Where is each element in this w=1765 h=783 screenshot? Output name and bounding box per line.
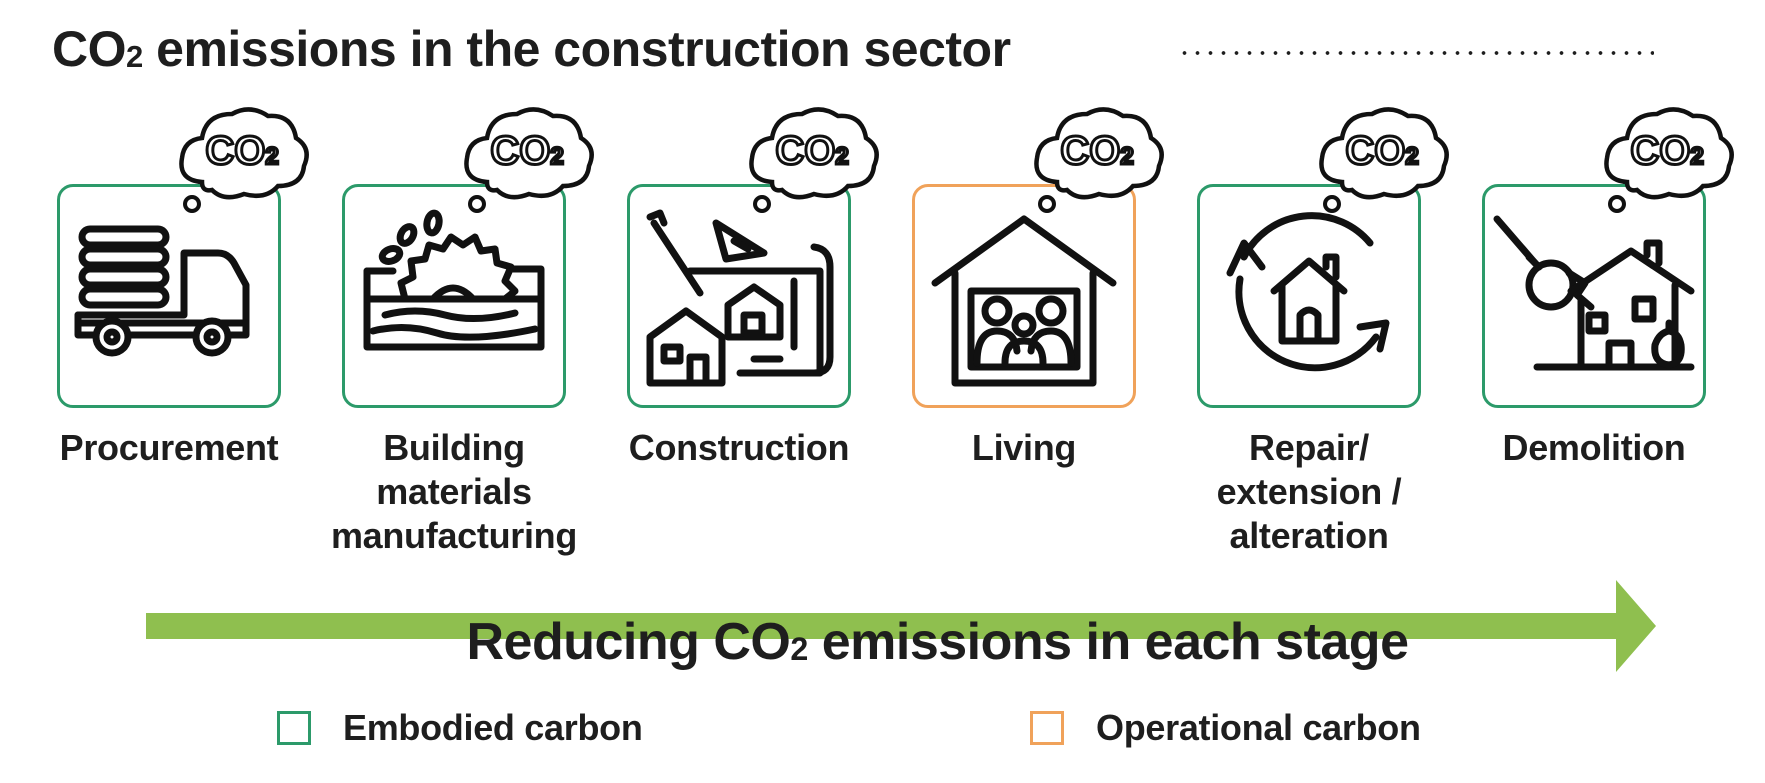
legend-swatch-operational bbox=[1030, 711, 1064, 745]
legend-embodied-carbon: Embodied carbon bbox=[277, 706, 643, 750]
truck-with-logs-icon bbox=[74, 225, 250, 357]
svg-text:CO2: CO2 bbox=[205, 129, 278, 173]
co2-cloud-icon: CO2 bbox=[1604, 107, 1734, 213]
svg-text:CO2: CO2 bbox=[1345, 129, 1418, 173]
stage-building-materials-manufacturing: CO2 Building materials manufacturing bbox=[331, 100, 637, 580]
stage-box bbox=[627, 184, 851, 408]
stage-label: Procurement bbox=[59, 427, 279, 468]
wrecking-ball-house-icon bbox=[1493, 215, 1695, 371]
saw-cutting-wood-icon bbox=[363, 209, 545, 351]
stage-box bbox=[1482, 184, 1706, 408]
stage-procurement: CO2 Procurement bbox=[52, 100, 352, 580]
svg-text:CO2: CO2 bbox=[490, 129, 563, 173]
stage-label: Living bbox=[971, 427, 1077, 468]
co2-cloud-icon: CO2 bbox=[464, 107, 594, 213]
svg-text:CO2: CO2 bbox=[775, 129, 848, 173]
stage-living: CO2 Living bbox=[907, 100, 1207, 580]
progress-arrow bbox=[146, 580, 1656, 672]
page-title: CO2 emissions in the construction sector bbox=[52, 21, 1011, 77]
stage-repair-extension-alteration: CO2 Repair/ extension / alteration bbox=[1192, 100, 1492, 580]
stage-box bbox=[1197, 184, 1421, 408]
co2-cloud-icon: CO2 bbox=[749, 107, 879, 213]
svg-text:CO2: CO2 bbox=[1060, 129, 1133, 173]
dotted-divider bbox=[1178, 50, 1654, 56]
arrow-label: Reducing CO2 emissions in each stage bbox=[466, 613, 1409, 671]
stage-box bbox=[342, 184, 566, 408]
stage-box bbox=[57, 184, 281, 408]
co2-cloud-icon: CO2 bbox=[1319, 107, 1449, 213]
stage-label: Repair/ extension / alteration bbox=[1216, 427, 1402, 556]
stage-box bbox=[912, 184, 1136, 408]
legend-swatch-embodied bbox=[277, 711, 311, 745]
stage-construction: CO2 Construction bbox=[622, 100, 922, 580]
co2-cloud-icon: CO2 bbox=[1034, 107, 1164, 213]
stage-demolition: CO2 Demolition bbox=[1477, 100, 1765, 580]
stage-label: Building materials manufacturing bbox=[330, 427, 578, 556]
stage-label: Demolition bbox=[1502, 427, 1686, 468]
stage-label: Construction bbox=[628, 427, 850, 468]
house-blueprint-icon bbox=[646, 209, 834, 387]
co2-cloud-icon: CO2 bbox=[179, 107, 309, 213]
legend-label: Embodied carbon bbox=[343, 707, 643, 748]
house-renovation-cycle-icon bbox=[1226, 212, 1390, 372]
legend-label: Operational carbon bbox=[1096, 707, 1421, 748]
legend-operational-carbon: Operational carbon bbox=[1030, 706, 1421, 750]
family-in-house-icon bbox=[931, 215, 1117, 387]
svg-text:CO2: CO2 bbox=[1630, 129, 1703, 173]
